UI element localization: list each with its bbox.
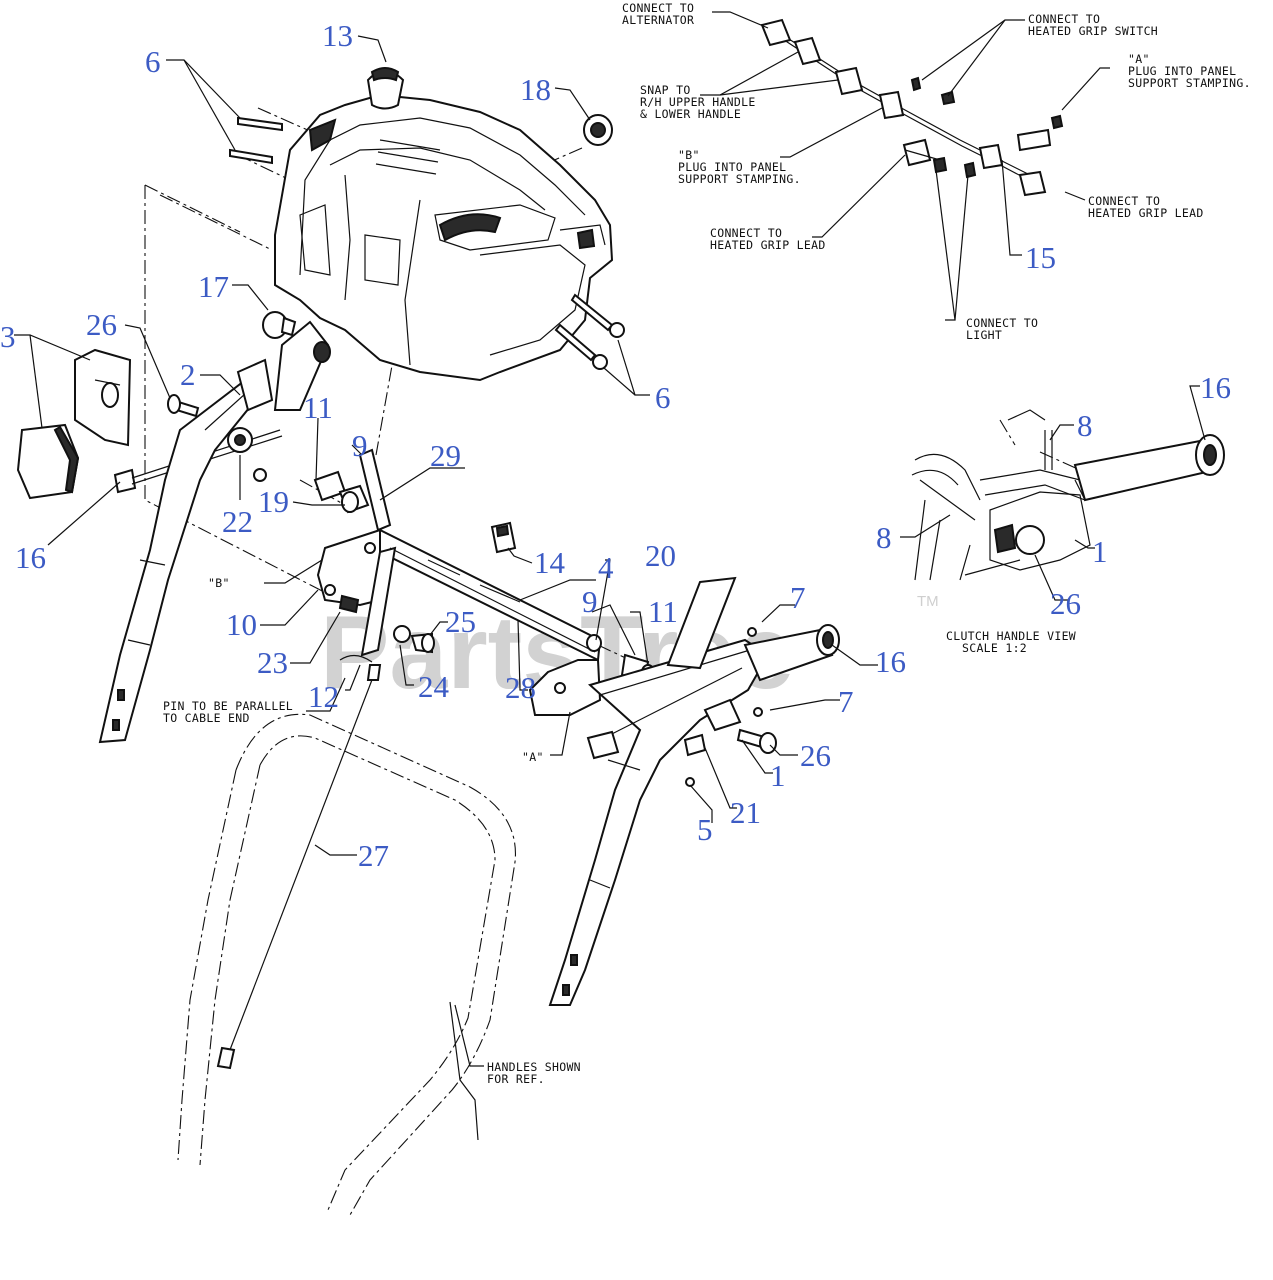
note-pin-line-1: PIN TO BE PARALLEL [163,699,293,713]
callout-16-right: 16 [875,644,906,679]
callout-9-upper: 9 [352,428,368,463]
callout-7-upper: 7 [790,580,806,615]
callout-8-lower: 8 [876,520,892,555]
callout-7-lower: 7 [838,684,854,719]
note-grip-switch-line-2: HEATED GRIP SWITCH [1028,24,1158,38]
callout-26-clutch: 26 [1050,586,1081,621]
note-grip-switch-line-1: CONNECT TO [1028,12,1100,26]
note-clutch-view-line-2: SCALE 1:2 [962,641,1027,655]
dash-panel-console [274,93,614,382]
callout-21: 21 [730,795,761,830]
cap-part [583,114,613,146]
panel-support [316,528,602,716]
note-plug-a-line-2: PLUG INTO PANEL [1128,64,1236,78]
headlight-assembly [16,348,283,500]
callout-20: 20 [645,538,676,573]
callout-12: 12 [308,679,339,714]
bulb-part [262,311,297,339]
pivot-pin-left [167,394,200,418]
connector-part [490,521,517,554]
callout-10: 10 [226,607,257,642]
drive-lever [358,448,392,532]
note-alternator-line-1: CONNECT TO [622,1,694,15]
callout-13: 13 [322,18,353,53]
callout-23: 23 [257,645,288,680]
callout-24: 24 [418,669,450,704]
callout-2: 2 [180,357,196,392]
note-plug-a-line-1: "A" [1128,52,1150,66]
note-plug-b-line-1: "B" [678,148,700,162]
note-light-line-1: CONNECT TO [966,316,1038,330]
clutch-handle-view [911,409,1225,581]
callout-9-lower: 9 [582,584,598,619]
note-grip-lead-left-line-2: HEATED GRIP LEAD [710,238,826,252]
callout-6-upper: 6 [145,44,161,79]
leader-lines [14,11,1206,1067]
callout-22: 22 [222,504,253,539]
ignition-switch [313,470,370,514]
callout-18: 18 [520,72,551,107]
note-marker-a: "A" [522,750,544,764]
callout-16-left: 16 [15,540,46,575]
callout-19: 19 [258,484,289,519]
callout-1-main: 1 [770,758,786,793]
callout-3: 3 [0,319,16,354]
note-clutch-view-line-1: CLUTCH HANDLE VIEW [946,629,1076,643]
note-snap-line-1: SNAP TO [640,83,691,97]
spring-and-pins [338,594,435,663]
callout-15: 15 [1025,240,1056,275]
callout-11-lower: 11 [648,594,678,629]
note-grip-lead-left-line-1: CONNECT TO [710,226,782,240]
callout-17: 17 [198,269,229,304]
note-alternator-line-2: ALTERNATOR [622,13,694,27]
note-plug-b-line-3: SUPPORT STAMPING. [678,172,801,186]
callout-29: 29 [430,438,461,473]
callout-6-lower: 6 [655,380,671,415]
shift-knob [366,67,405,110]
annotation-notes: CONNECT TO ALTERNATOR CONNECT TO HEATED … [163,1,1251,1086]
note-handles-line-2: FOR REF. [487,1072,545,1086]
callout-numbers: 13 6 18 17 26 3 2 11 9 29 6 19 22 16 14 … [0,18,1231,873]
wire-harness [760,18,1064,197]
callout-16-clutch: 16 [1200,370,1231,405]
callout-26-right: 26 [800,738,831,773]
callout-1-clutch: 1 [1092,534,1108,569]
note-plug-b-line-2: PLUG INTO PANEL [678,160,786,174]
watermark-trademark: TM [917,593,939,610]
left-upper-handle [98,320,331,744]
bolts-upper [229,116,283,165]
note-snap-line-3: & LOWER HANDLE [640,107,741,121]
callout-8-upper: 8 [1077,408,1093,443]
right-upper-handle [548,576,840,1006]
note-snap-line-2: R/H UPPER HANDLE [640,95,756,109]
note-grip-lead-right-line-1: CONNECT TO [1088,194,1160,208]
bolts-lower [554,293,625,370]
callout-5: 5 [697,812,713,847]
note-light-line-2: LIGHT [966,328,1002,342]
drive-cable [216,664,382,1070]
shift-bracket [227,427,267,482]
note-grip-lead-right-line-2: HEATED GRIP LEAD [1088,206,1204,220]
callout-27: 27 [358,838,389,873]
lower-handle-reference [177,713,516,1216]
note-handles-line-1: HANDLES SHOWN [487,1060,581,1074]
callout-28: 28 [505,670,536,705]
note-marker-b: "B" [208,576,230,590]
callout-11-upper: 11 [303,390,333,425]
note-plug-a-line-3: SUPPORT STAMPING. [1128,76,1251,90]
callout-26-left: 26 [86,307,117,342]
note-pin-line-2: TO CABLE END [163,711,250,725]
callout-14: 14 [534,545,566,580]
callout-25: 25 [445,604,476,639]
callout-4: 4 [598,550,614,585]
